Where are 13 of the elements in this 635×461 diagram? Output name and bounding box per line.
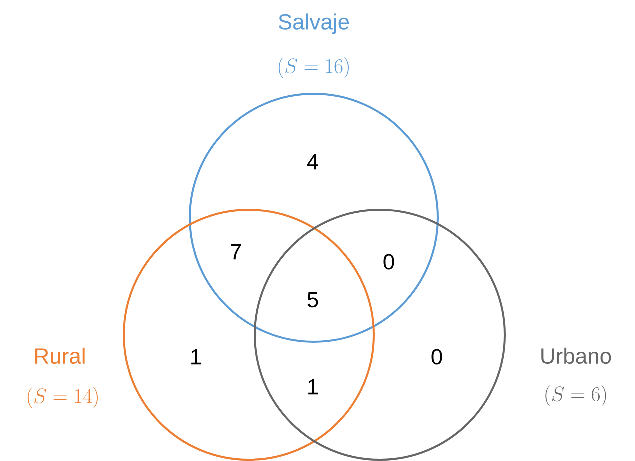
set-title: Urbano: [542, 348, 612, 364]
region-count: 4: [307, 154, 318, 170]
set-size: $(S = 6)$: [546, 386, 606, 406]
region-count: 1: [192, 349, 202, 365]
region-count: 5: [308, 292, 318, 308]
region-count: 1: [308, 379, 318, 395]
set-title: Salvaje: [278, 14, 350, 34]
set-size: $(S = 16)$: [278, 58, 349, 78]
region-count: 0: [432, 349, 442, 365]
region-count: 0: [384, 254, 394, 270]
set-size: $(S = 14)$: [28, 388, 98, 408]
set-title: Rural: [36, 348, 85, 364]
region-count: 7: [231, 244, 242, 260]
